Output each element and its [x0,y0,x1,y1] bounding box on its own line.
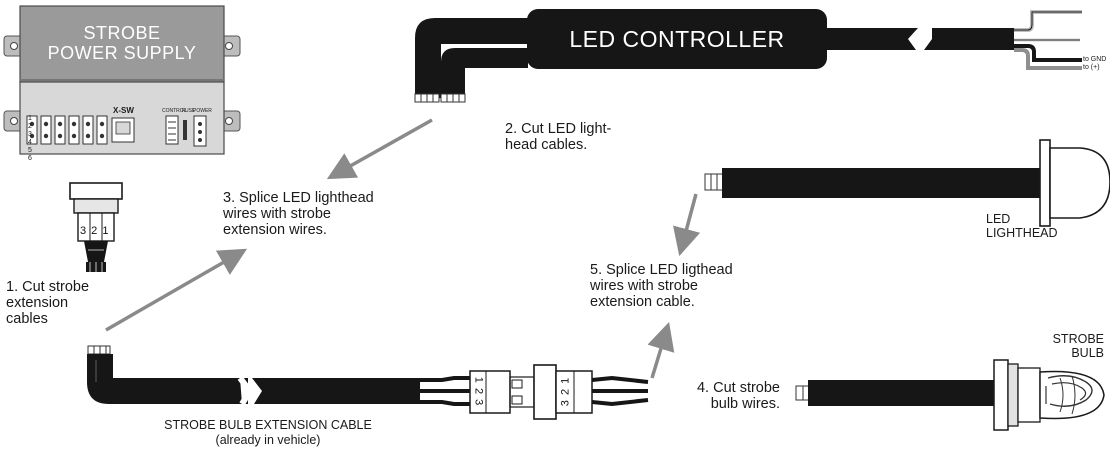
step-3-label: 3. Splice LED lighthead wires with strob… [223,190,374,238]
power-supply-title: STROBE POWER SUPPLY [47,23,197,63]
extension-cable [87,345,470,406]
arrow-connector-to-step5 [647,321,675,379]
slot-number: 1 [28,115,32,122]
wire-pos-label: to (+) [1083,64,1100,71]
strobe-bulb [795,359,1105,431]
led-lighthead [704,139,1110,227]
led-controller-title: LED CONTROLLER [569,26,785,52]
inline-left-pin-numbers: 1 2 3 [472,376,485,407]
led-lighthead-label: LED LIGHTHEAD [986,212,1058,240]
slot-number: 3 [28,131,32,138]
power-label: POWER [193,108,212,114]
output-slots [26,115,108,145]
led-controller [414,9,1082,103]
wire-gnd-label: to GND [1083,56,1107,63]
extension-plug [69,182,123,272]
strobe-bulb-label: STROBE BULB [1052,332,1104,360]
inline-right-pin-numbers: 3 2 1 [559,376,572,407]
slot-number: 2 [28,123,32,130]
arrow-step1-to-step3 [105,248,248,332]
slot-numbers: 1 2 3 4 5 6 [28,107,112,163]
arrow-lighthead-to-step5 [673,193,701,257]
slot-number: 4 [28,139,32,146]
step-1-label: 1. Cut strobe extension cables [6,279,90,327]
plug-pin-numbers: 3 2 1 [80,225,110,237]
step-4-label: 4. Cut strobe bulb wires. [696,380,780,412]
arrow-step3-to-controller [326,118,433,180]
step-arrows [105,118,701,379]
inline-connector [469,364,649,420]
step-5-label: 5. Splice LED ligthead wires with strobe… [590,262,733,310]
power-supply-model: X-SW [113,106,134,115]
control-switch-icon [165,115,179,145]
extension-cable-note: (already in vehicle) [215,433,321,447]
slot-number: 6 [28,155,32,162]
strobe-power-supply [3,5,241,155]
step-2-label: 2. Cut LED light- head cables. [505,121,612,153]
fuse-label: FUSE [182,108,196,114]
extension-cable-label: STROBE BULB EXTENSION CABLE [164,418,372,432]
control-label: CONTROL [162,108,187,114]
fuse-icon [183,120,187,140]
slot-number: 5 [28,147,32,154]
